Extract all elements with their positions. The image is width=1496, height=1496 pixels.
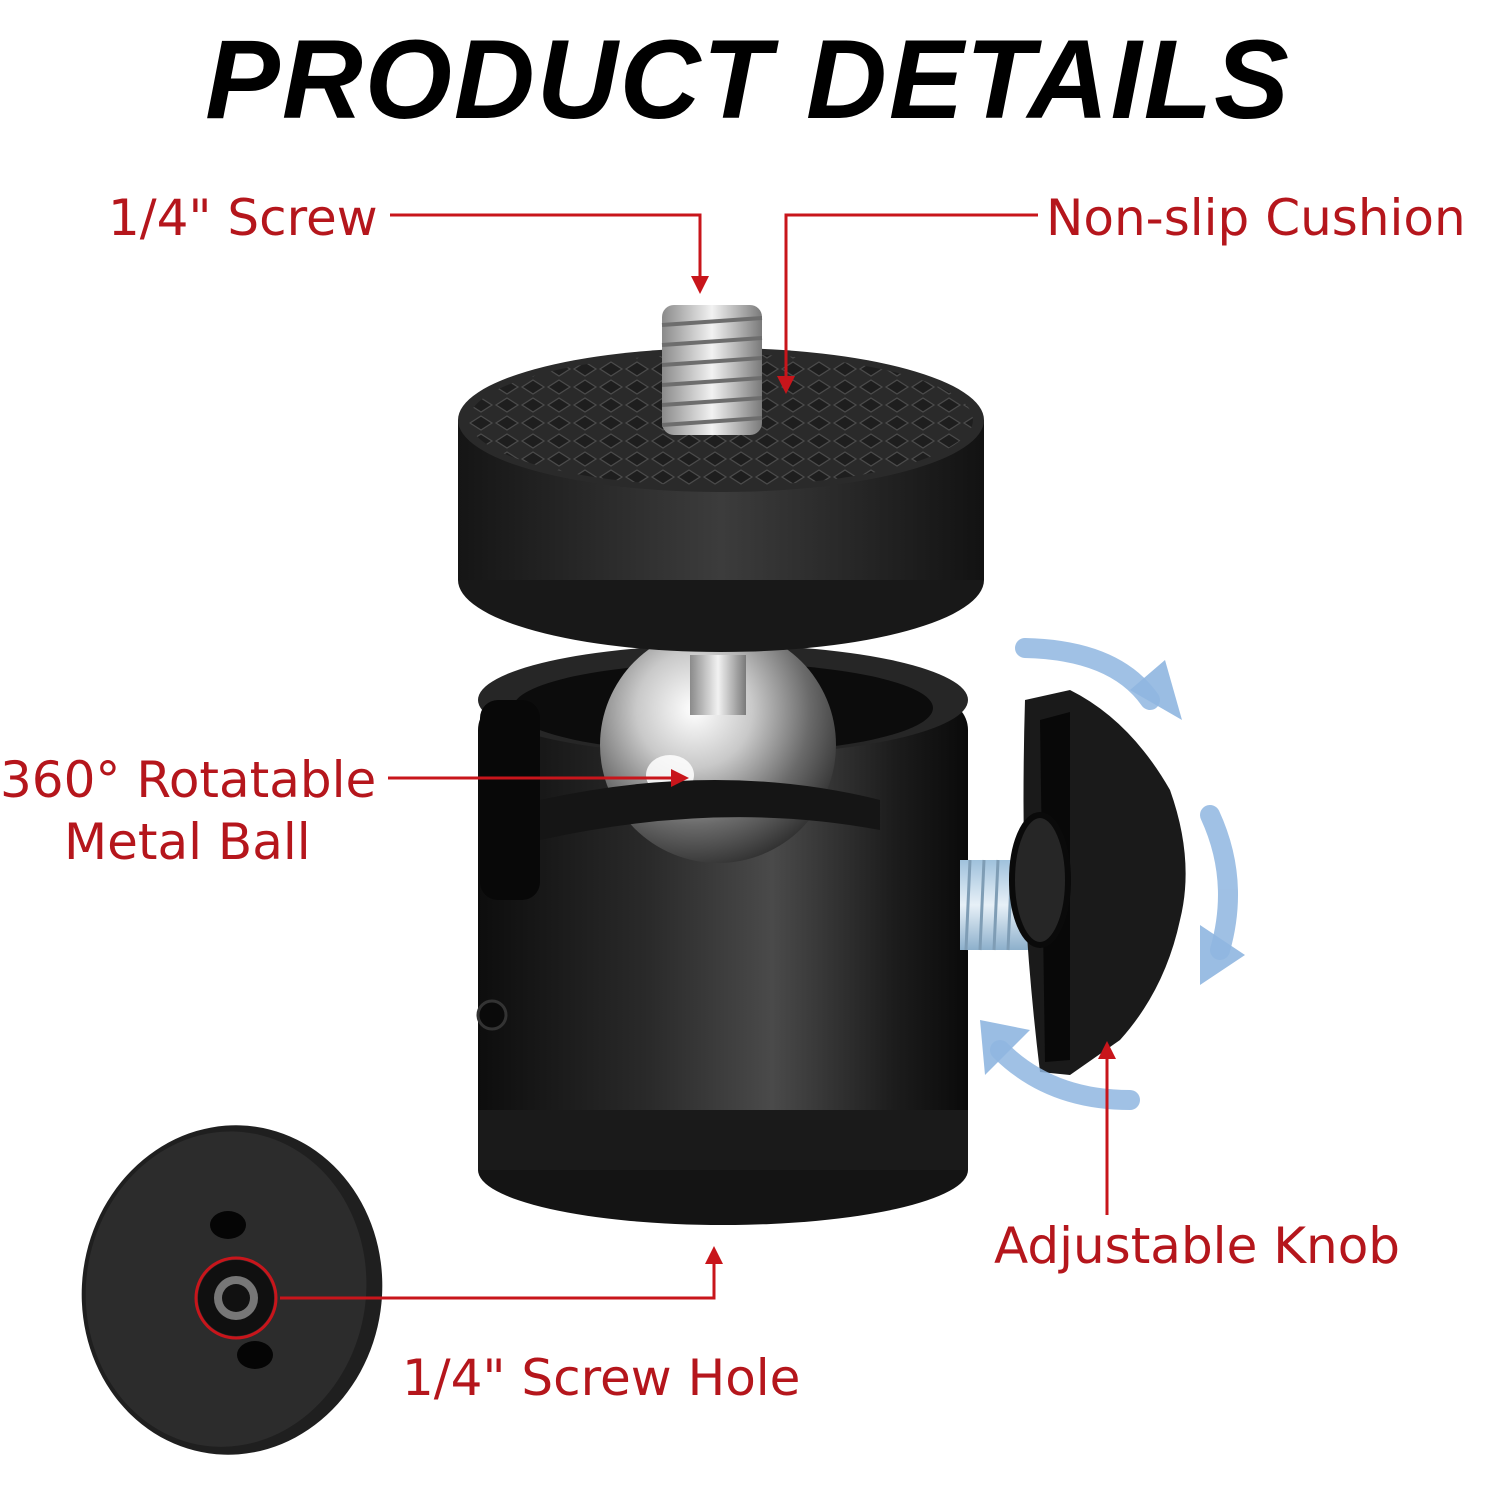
page-title: PRODUCT DETAILS [205,17,1291,142]
adjustable-knob [960,690,1186,1075]
knob-label: Adjustable Knob [994,1217,1401,1275]
screw-label: 1/4" Screw [108,189,378,247]
base-plate [81,1125,383,1455]
ball-label-line2: Metal Ball [64,813,311,871]
screw-hole-label: 1/4" Screw Hole [402,1349,801,1407]
ball-label-line1: 360° Rotatable [0,751,377,809]
cushion-label: Non-slip Cushion [1046,189,1466,247]
callout-lines [280,213,1116,1300]
rotation-arrowhead-icon [1200,925,1245,985]
rotation-arrowhead-icon [1130,660,1182,720]
metal-ball [540,627,880,863]
top-screw [661,305,763,435]
screw-hole-highlight-ring [194,1256,278,1340]
rotation-arrowhead-icon [980,1020,1030,1075]
